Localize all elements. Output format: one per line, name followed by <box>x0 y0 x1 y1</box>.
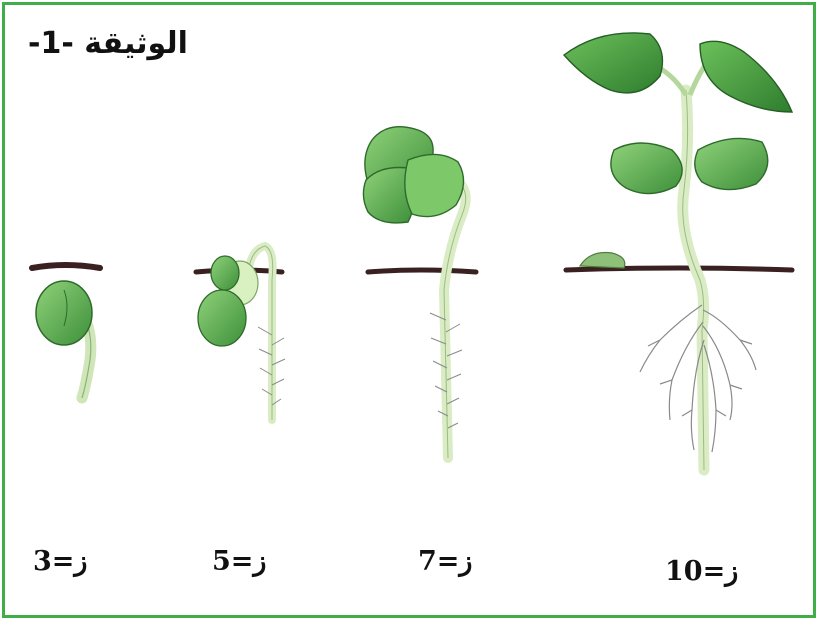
true-leaf-left-4 <box>564 33 662 93</box>
seedling-day-10 <box>564 33 792 470</box>
cotyledon-2a <box>211 256 239 290</box>
true-leaf-right-4 <box>700 41 792 112</box>
soil-line-3 <box>368 270 476 272</box>
cotyledon-3c <box>405 154 464 216</box>
seedling-day-7 <box>363 127 476 458</box>
stage-label-day-10: 10=ز <box>665 556 738 587</box>
soil-line-4 <box>566 268 792 270</box>
cotyledon-4b <box>695 138 768 189</box>
seedling-day-3 <box>32 265 100 398</box>
cotyledon-4a <box>611 143 682 194</box>
soil-line-1 <box>32 265 100 268</box>
seedling-day-5 <box>196 246 285 420</box>
seed-coat-remnant-4 <box>580 253 625 268</box>
stage-label-day-3: 3=ز <box>33 546 87 577</box>
stage-label-day-7: 7=ز <box>418 546 472 577</box>
stage-label-day-5: 5=ز <box>212 546 266 577</box>
cotyledon-2b <box>198 290 246 346</box>
